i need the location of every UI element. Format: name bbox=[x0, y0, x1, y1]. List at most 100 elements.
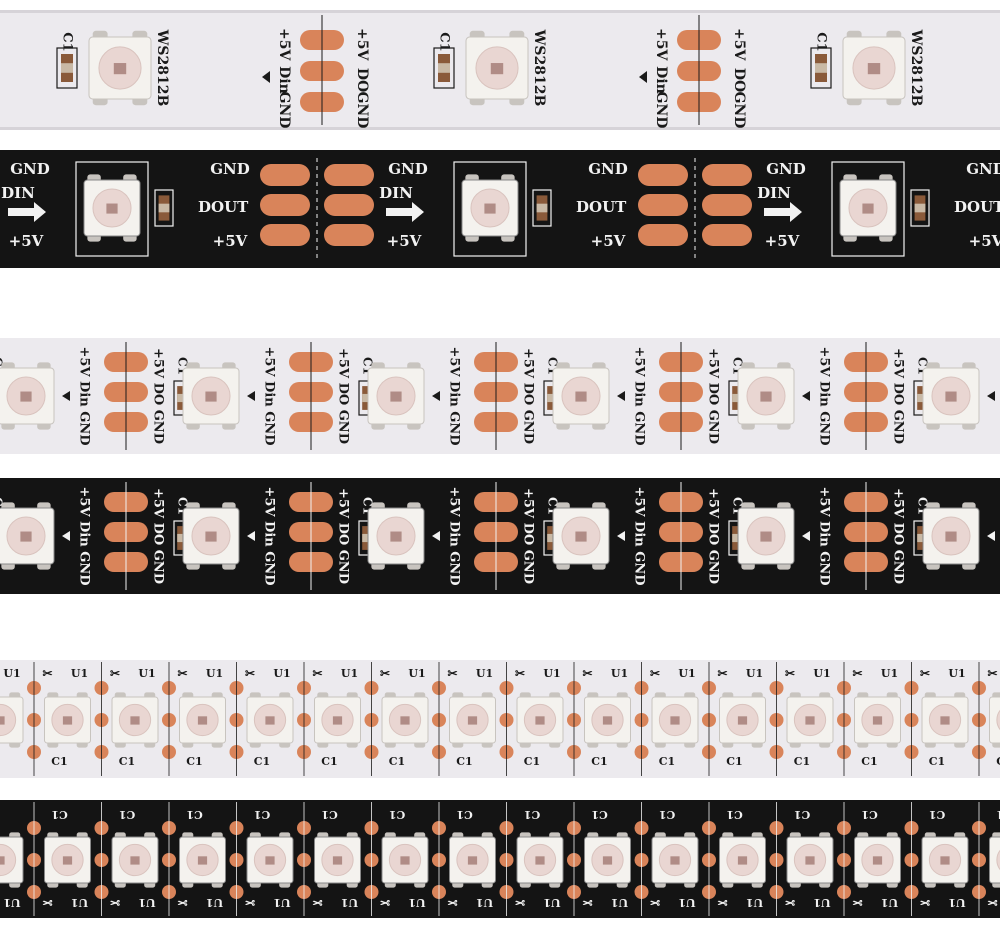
scissors-icon: ✂ bbox=[447, 667, 457, 681]
pad-label: +5V Din GND bbox=[817, 487, 832, 586]
cap-band bbox=[158, 203, 170, 213]
cap-label: C1 bbox=[524, 755, 540, 768]
v5-label: +5V bbox=[387, 232, 422, 250]
scissors-icon: ✂ bbox=[920, 896, 930, 910]
cap-label: C1 bbox=[814, 32, 829, 51]
chip-label: U1 bbox=[746, 667, 763, 680]
dout-label: DOUT bbox=[954, 198, 1000, 216]
cap-label: C1 bbox=[60, 32, 75, 51]
led-die bbox=[390, 391, 402, 402]
led-chip bbox=[854, 832, 901, 888]
led-chip bbox=[88, 30, 152, 106]
led-die bbox=[575, 531, 587, 542]
arrow-icon bbox=[8, 202, 46, 222]
pad-label: GND bbox=[653, 92, 669, 129]
pad-label: +5V Din GND bbox=[77, 347, 92, 446]
led-chip bbox=[44, 692, 91, 748]
pad-label: +5V Din GND bbox=[632, 347, 647, 446]
capacitor-c1 bbox=[56, 47, 78, 89]
led-die bbox=[737, 716, 748, 725]
led-die bbox=[332, 716, 343, 725]
v5-label: +5V bbox=[9, 232, 44, 250]
scissors-icon: ✂ bbox=[852, 667, 862, 681]
led-die bbox=[945, 531, 957, 542]
scissors-icon: ✂ bbox=[42, 896, 52, 910]
chip-label: U1 bbox=[813, 896, 830, 909]
cap-outline bbox=[910, 189, 930, 227]
scissors-icon: ✂ bbox=[582, 667, 592, 681]
arrow-icon bbox=[62, 531, 70, 541]
cap-outline bbox=[433, 47, 455, 89]
arrow-icon bbox=[617, 391, 625, 401]
chip-label: U1 bbox=[138, 667, 155, 680]
led-die bbox=[197, 856, 208, 865]
led-chip bbox=[854, 692, 901, 748]
led-chip bbox=[179, 692, 226, 748]
solder-pad bbox=[702, 224, 752, 246]
led-die bbox=[62, 716, 73, 725]
scissors-icon: ✂ bbox=[312, 667, 322, 681]
led-die bbox=[737, 856, 748, 865]
solder-pad bbox=[324, 224, 374, 246]
cap-band bbox=[917, 393, 927, 403]
scissors-icon: ✂ bbox=[380, 896, 390, 910]
pad-label: +5V DO GND bbox=[151, 488, 166, 584]
chip-label: WS2812B bbox=[908, 29, 924, 107]
chip-label: U1 bbox=[408, 667, 425, 680]
led-chip bbox=[922, 362, 980, 430]
led-die bbox=[20, 531, 32, 542]
cap-label: C1 bbox=[861, 808, 877, 821]
cap-label: C1 bbox=[929, 808, 945, 821]
capacitor-c1 bbox=[154, 189, 174, 227]
pad-label: +5V DO GND bbox=[891, 488, 906, 584]
cap-band bbox=[61, 63, 73, 73]
chip-label: U1 bbox=[948, 667, 965, 680]
led-die bbox=[805, 716, 815, 725]
led-die bbox=[602, 856, 613, 865]
led-chip bbox=[584, 692, 631, 748]
pad-label: +5V DO GND bbox=[706, 348, 721, 444]
pad-label: +5V Din GND bbox=[77, 487, 92, 586]
cap-band bbox=[536, 203, 548, 213]
cap-outline bbox=[56, 47, 78, 89]
scissors-icon: ✂ bbox=[785, 667, 795, 681]
cap-label: C1 bbox=[794, 808, 810, 821]
led-die bbox=[390, 531, 402, 542]
chip-label: U1 bbox=[543, 896, 560, 909]
cap-label: C1 bbox=[456, 808, 472, 821]
chip-label: U1 bbox=[138, 896, 155, 909]
led-chip bbox=[381, 832, 429, 888]
led-body bbox=[989, 696, 1000, 744]
cap-outline bbox=[532, 189, 552, 227]
led-die bbox=[535, 856, 545, 865]
pad-label: +5V Din GND bbox=[817, 347, 832, 446]
capacitor-c1 bbox=[910, 189, 930, 227]
led-chip bbox=[989, 832, 1000, 888]
gnd-label: GND bbox=[210, 160, 250, 178]
scissors-icon: ✂ bbox=[852, 896, 862, 910]
chip-label: U1 bbox=[611, 667, 628, 680]
arrow-icon bbox=[432, 531, 440, 541]
chip-label: WS2812B bbox=[154, 29, 170, 107]
arrow-icon bbox=[62, 391, 70, 401]
cap-band bbox=[362, 393, 372, 403]
cap-band bbox=[177, 393, 187, 403]
scissors-icon: ✂ bbox=[515, 667, 525, 681]
scissors-icon: ✂ bbox=[110, 896, 120, 910]
cap-label: C1 bbox=[929, 755, 945, 768]
cap-band bbox=[914, 203, 926, 213]
led-die bbox=[872, 716, 883, 725]
pad-label: +5V DO GND bbox=[521, 348, 536, 444]
v5-label: +5V bbox=[591, 232, 626, 250]
solder-pad bbox=[638, 224, 688, 246]
pad-label: +5V bbox=[276, 28, 292, 61]
led-die bbox=[670, 716, 680, 725]
led-chip bbox=[842, 30, 906, 106]
led-die bbox=[20, 391, 32, 402]
led-chip bbox=[381, 692, 429, 748]
led-die bbox=[130, 856, 140, 865]
scissors-icon: ✂ bbox=[447, 896, 457, 910]
arrow-icon bbox=[802, 391, 810, 401]
led-outline bbox=[453, 161, 527, 257]
pad-label: +5V DO GND bbox=[521, 488, 536, 584]
